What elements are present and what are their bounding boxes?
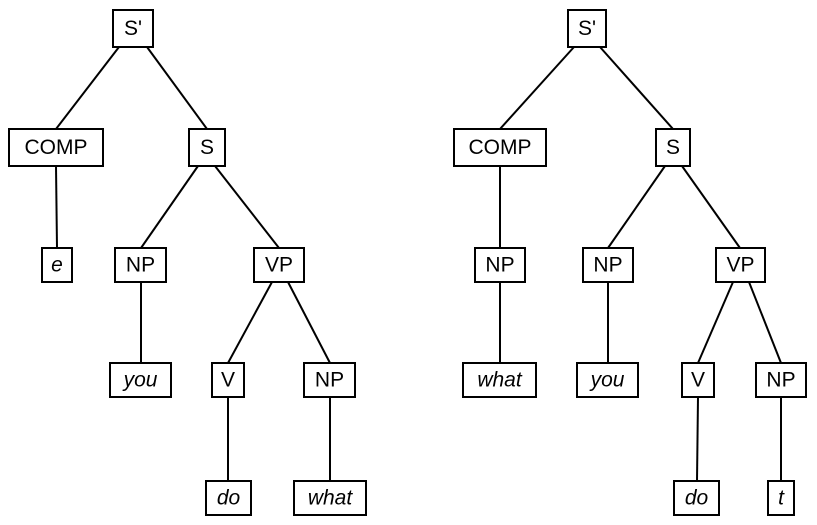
node-label-R-S: S (666, 136, 680, 159)
node-label-R-NP1: NP (593, 254, 622, 277)
tree-node-R-VP[interactable]: VP (715, 247, 766, 283)
node-box-R-V (681, 362, 715, 398)
node-label-L-V: V (221, 369, 235, 392)
node-box-R-VP (715, 247, 766, 283)
tree-node-L-V[interactable]: V (211, 362, 245, 398)
tree-node-R-Sbar[interactable]: S' (567, 9, 607, 48)
tree-node-R-COMP[interactable]: COMP (453, 128, 547, 167)
tree-node-R-you[interactable]: you (576, 362, 639, 398)
node-label-R-t: t (778, 487, 785, 510)
tree-node-L-what[interactable]: what (293, 480, 367, 516)
tree-node-L-NP1[interactable]: NP (114, 247, 167, 283)
node-label-R-do: do (685, 487, 709, 510)
node-box-L-NP1 (114, 247, 167, 283)
tree-edge-R-V-to-R-do (696, 396, 699, 482)
node-box-R-NP0 (474, 247, 526, 283)
tree-edge-L-VP-to-L-V (227, 281, 273, 364)
node-box-L-V (211, 362, 245, 398)
tree-edge-R-S-to-R-NP1 (607, 165, 666, 249)
node-label-L-Sbar: S' (124, 17, 142, 40)
tree-node-L-do[interactable]: do (205, 480, 252, 516)
node-box-R-NP2 (755, 362, 807, 398)
node-label-L-NP2: NP (315, 369, 344, 392)
node-label-R-you: you (589, 369, 625, 392)
node-label-L-VP: VP (265, 254, 293, 277)
tree-node-R-NP2[interactable]: NP (755, 362, 807, 398)
tree-edge-L-S-to-L-VP (214, 165, 280, 249)
tree-node-R-NP0[interactable]: NP (474, 247, 526, 283)
node-box-R-Sbar (567, 9, 607, 48)
tree-node-R-what[interactable]: what (462, 362, 537, 398)
tree-node-L-VP[interactable]: VP (253, 247, 305, 283)
tree-node-R-V[interactable]: V (681, 362, 715, 398)
node-label-L-COMP: COMP (25, 136, 88, 159)
node-box-R-what (462, 362, 537, 398)
node-label-R-VP: VP (726, 254, 754, 277)
tree-edge-L-VP-to-L-NP2 (287, 281, 331, 364)
node-box-L-e (41, 247, 73, 283)
node-box-R-COMP (453, 128, 547, 167)
node-box-R-NP1 (582, 247, 634, 283)
node-box-L-you (109, 362, 172, 398)
tree-node-L-e[interactable]: e (41, 247, 73, 283)
node-label-L-you: you (122, 369, 158, 392)
node-box-R-do (673, 480, 720, 516)
tree-edge-L-COMP-to-L-e (55, 165, 58, 249)
node-box-R-S (655, 128, 691, 167)
node-label-L-NP1: NP (126, 254, 155, 277)
tree-edge-R-Sbar-to-R-S (599, 46, 674, 130)
tree-edge-L-S-to-L-NP1 (140, 165, 199, 249)
tree-node-L-COMP[interactable]: COMP (8, 128, 104, 167)
tree-edge-R-S-to-R-VP (681, 165, 741, 249)
node-label-R-COMP: COMP (469, 136, 532, 159)
tree-edge-R-Sbar-to-R-COMP (499, 46, 575, 130)
node-box-L-what (293, 480, 367, 516)
node-label-R-Sbar: S' (578, 17, 596, 40)
tree-node-L-you[interactable]: you (109, 362, 172, 398)
tree-node-R-t[interactable]: t (767, 480, 795, 516)
node-label-R-what: what (477, 369, 523, 392)
tree-edge-L-Sbar-to-L-COMP (55, 46, 120, 130)
node-label-R-V: V (691, 369, 705, 392)
node-label-L-what: what (308, 487, 354, 510)
right-tree: S' COMP S NP NP VP what you V NP do t (453, 9, 807, 516)
tree-edge-L-Sbar-to-L-S (146, 46, 208, 130)
node-label-L-S: S (200, 136, 214, 159)
node-box-L-VP (253, 247, 305, 283)
tree-node-L-S[interactable]: S (188, 128, 226, 167)
node-box-L-Sbar (112, 9, 154, 48)
node-box-L-S (188, 128, 226, 167)
node-box-R-t (767, 480, 795, 516)
node-box-L-NP2 (303, 362, 356, 398)
tree-node-R-S[interactable]: S (655, 128, 691, 167)
node-label-R-NP2: NP (766, 369, 795, 392)
tree-node-R-NP1[interactable]: NP (582, 247, 634, 283)
node-label-R-NP0: NP (485, 254, 514, 277)
tree-node-L-NP2[interactable]: NP (303, 362, 356, 398)
node-label-L-do: do (217, 487, 241, 510)
tree-edge-R-VP-to-R-NP2 (748, 281, 782, 364)
tree-edge-R-VP-to-R-V (697, 281, 734, 364)
node-box-L-do (205, 480, 252, 516)
node-label-L-e: e (51, 254, 63, 277)
node-box-L-COMP (8, 128, 104, 167)
tree-node-L-Sbar[interactable]: S' (112, 9, 154, 48)
node-box-R-you (576, 362, 639, 398)
tree-node-R-do[interactable]: do (673, 480, 720, 516)
